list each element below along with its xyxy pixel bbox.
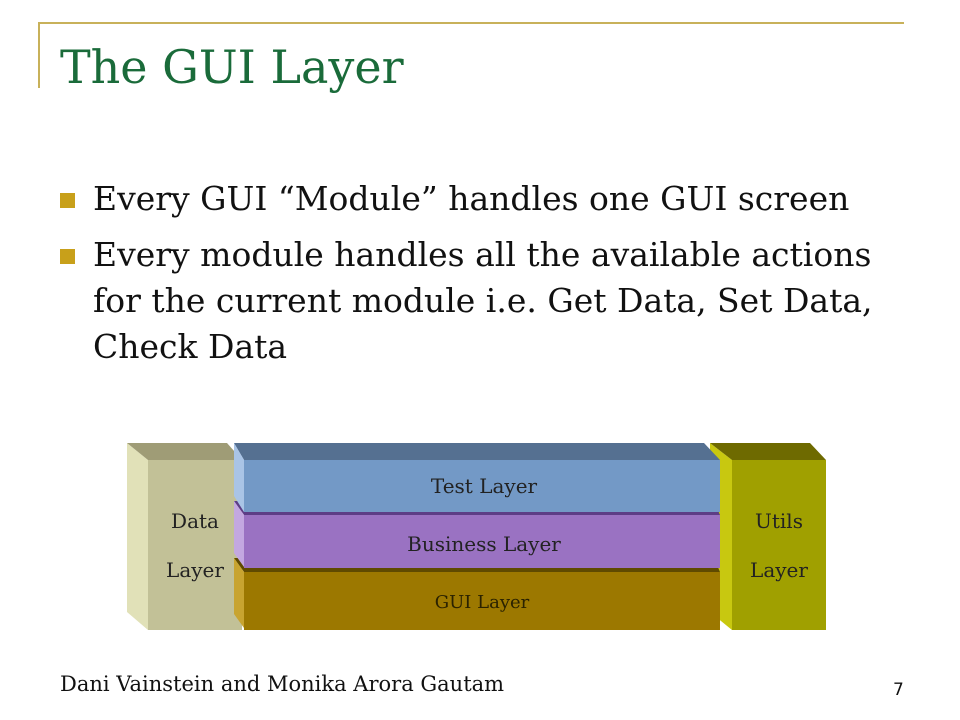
data-layer-side <box>127 443 148 630</box>
business-layer-slab: Business Layer <box>234 501 720 568</box>
business-layer-label: Business Layer <box>407 532 561 556</box>
test-layer-slab: Test Layer <box>234 443 720 512</box>
square-bullet-icon <box>60 193 75 208</box>
footer-authors: Dani Vainstein and Monika Arora Gautam <box>60 672 505 696</box>
square-bullet-icon <box>60 249 75 264</box>
data-layer-top <box>127 443 242 460</box>
bullet-item: Every GUI “Module” handles one GUI scree… <box>60 176 920 222</box>
bullet-text: Every GUI “Module” handles one GUI scree… <box>93 179 850 218</box>
utils-layer-label-line1: Utils <box>755 509 803 533</box>
gui-layer-label: GUI Layer <box>435 592 530 613</box>
gui-layer-slab: GUI Layer <box>234 558 720 630</box>
bullet-item: Every module handles all the available a… <box>60 232 920 370</box>
data-layer-label-line1: Data <box>171 509 219 533</box>
data-layer-block: Data Layer <box>127 443 242 630</box>
utils-layer-block: Utils Layer <box>710 443 826 630</box>
test-layer-label: Test Layer <box>431 474 538 498</box>
slide-title: The GUI Layer <box>60 40 404 94</box>
bullet-list: Every GUI “Module” handles one GUI scree… <box>60 176 920 380</box>
utils-layer-top <box>710 443 826 460</box>
utils-layer-label-line2: Layer <box>750 558 808 582</box>
utils-layer-front <box>732 460 826 630</box>
bullet-text: Every module handles all the available a… <box>93 235 873 366</box>
data-layer-front <box>148 460 242 630</box>
left-border-line <box>38 22 40 88</box>
data-layer-label-line2: Layer <box>166 558 224 582</box>
page-number: 7 <box>893 680 904 700</box>
utils-layer-side <box>710 443 732 630</box>
top-border-line <box>38 22 904 24</box>
